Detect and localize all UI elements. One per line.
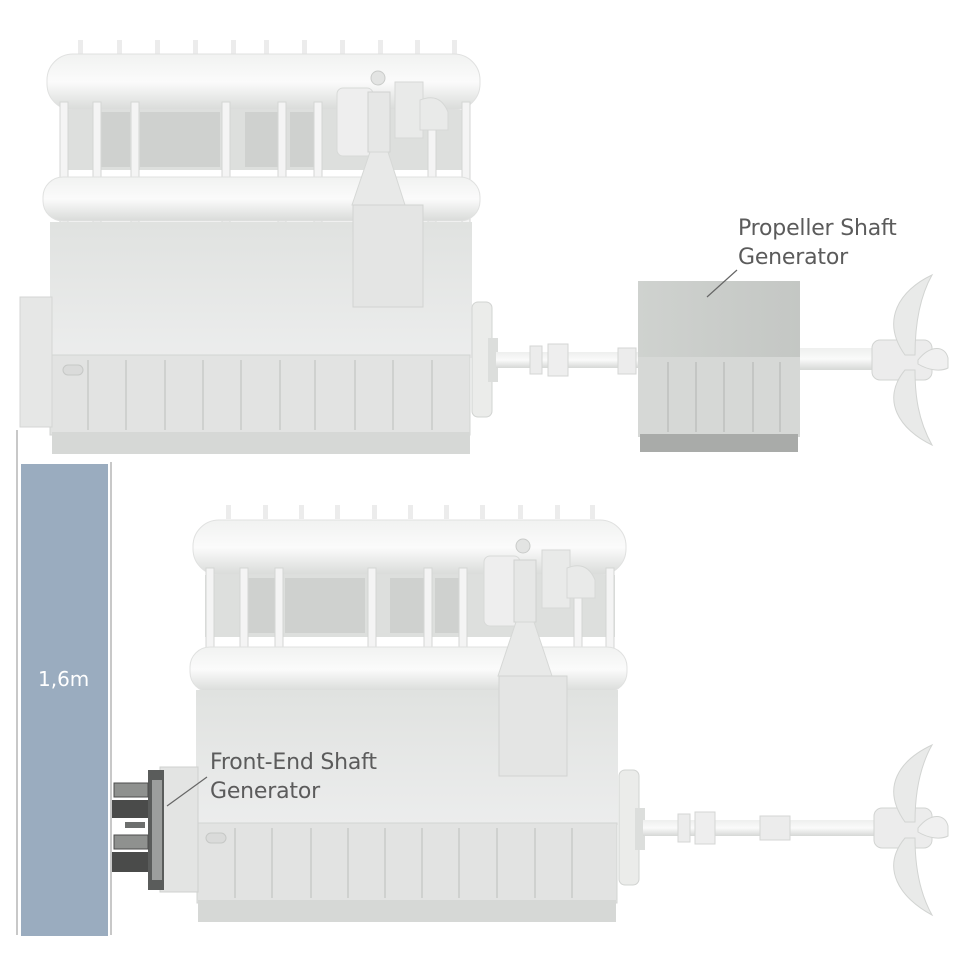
bottom-callout-leader-line [166, 776, 208, 807]
propeller-shaft-generator [638, 281, 800, 452]
bottom-propeller-shaft [643, 811, 883, 845]
propeller-label-line2: Generator [738, 245, 848, 270]
propeller-label-line1: Propeller Shaft [738, 216, 897, 241]
top-propeller-shaft [496, 343, 879, 377]
dimension-label: 1,6m [38, 667, 90, 691]
dimension-indicator [16, 430, 112, 936]
propeller-shaft-generator-label: Propeller Shaft Generator [738, 214, 897, 272]
bottom-engine-valve-spikes [226, 505, 595, 519]
top-propeller [871, 273, 949, 447]
top-engine-valve-spikes [78, 40, 457, 54]
bottom-propeller [873, 743, 949, 917]
top-callout-leader-line [706, 269, 738, 298]
bottom-engine [189, 505, 645, 922]
front-end-label-line1: Front-End Shaft [210, 750, 377, 775]
top-engine [19, 40, 498, 454]
front-end-label-line2: Generator [210, 779, 320, 804]
front-end-shaft-generator-label: Front-End Shaft Generator [210, 748, 377, 806]
front-end-shaft-generator [112, 766, 199, 893]
